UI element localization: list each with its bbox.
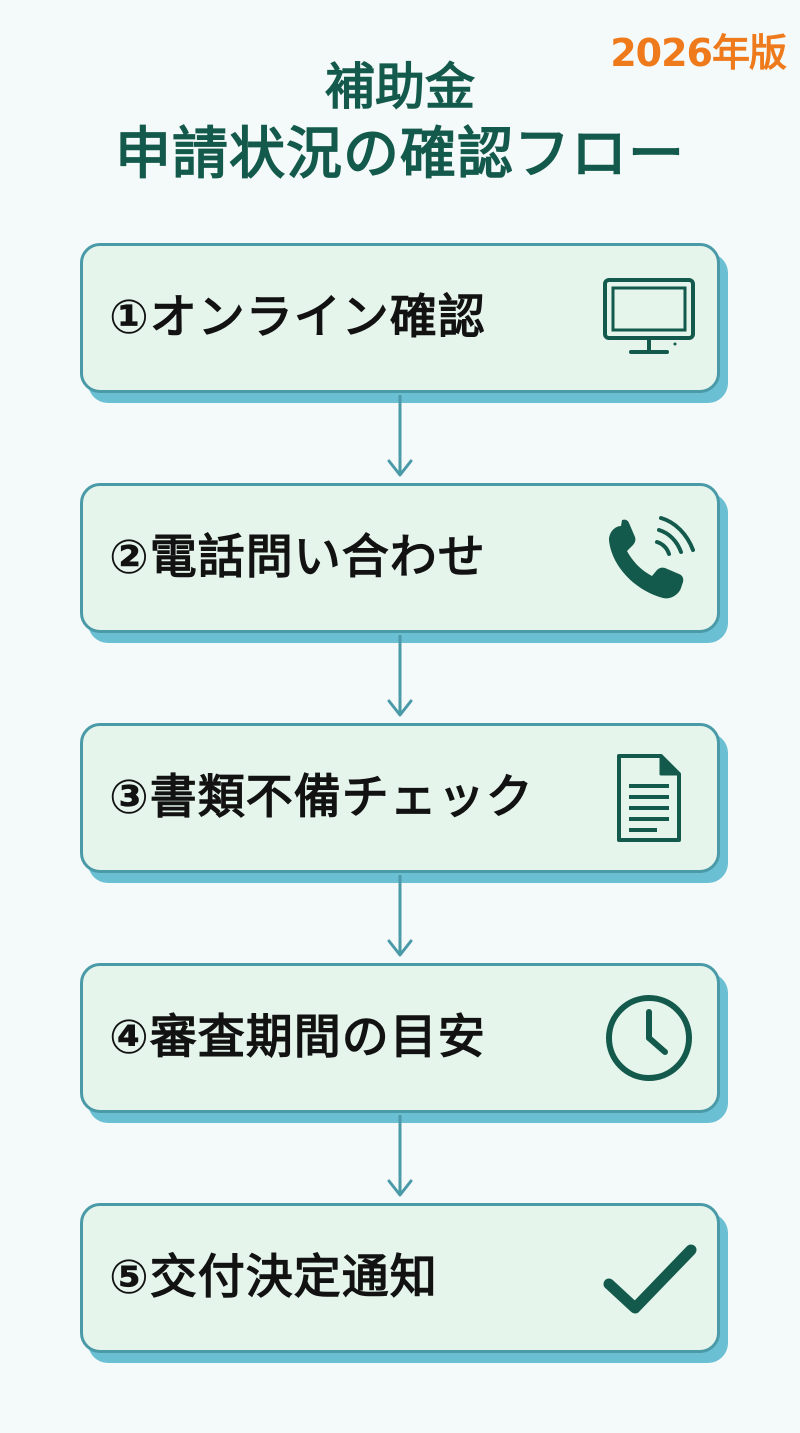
step-label: ⑤交付決定通知	[109, 1250, 438, 1305]
page-title: 補助金 申請状況の確認フロー	[0, 55, 800, 191]
title-line-2: 申請状況の確認フロー	[115, 122, 685, 187]
step-online-check: ①オンライン確認	[80, 243, 720, 393]
checkmark-icon	[599, 1232, 699, 1324]
flow-arrow	[384, 1115, 416, 1203]
document-icon	[599, 752, 699, 844]
title-line-1: 補助金	[325, 58, 475, 116]
edition-badge: 2026年版	[610, 31, 787, 75]
step-label: ③書類不備チェック	[109, 770, 534, 825]
flow-arrow	[384, 635, 416, 723]
step-phone-inquiry: ②電話問い合わせ	[80, 483, 720, 633]
flow-arrow	[384, 395, 416, 483]
step-label: ②電話問い合わせ	[109, 530, 486, 585]
step-document-check: ③書類不備チェック	[80, 723, 720, 873]
clock-icon	[599, 992, 699, 1084]
step-label: ①オンライン確認	[109, 290, 486, 345]
step-grant-decision: ⑤交付決定通知	[80, 1203, 720, 1353]
phone-icon	[599, 512, 699, 604]
monitor-icon	[599, 272, 699, 364]
flow-arrow	[384, 875, 416, 963]
step-label: ④審査期間の目安	[109, 1010, 486, 1065]
step-review-period: ④審査期間の目安	[80, 963, 720, 1113]
